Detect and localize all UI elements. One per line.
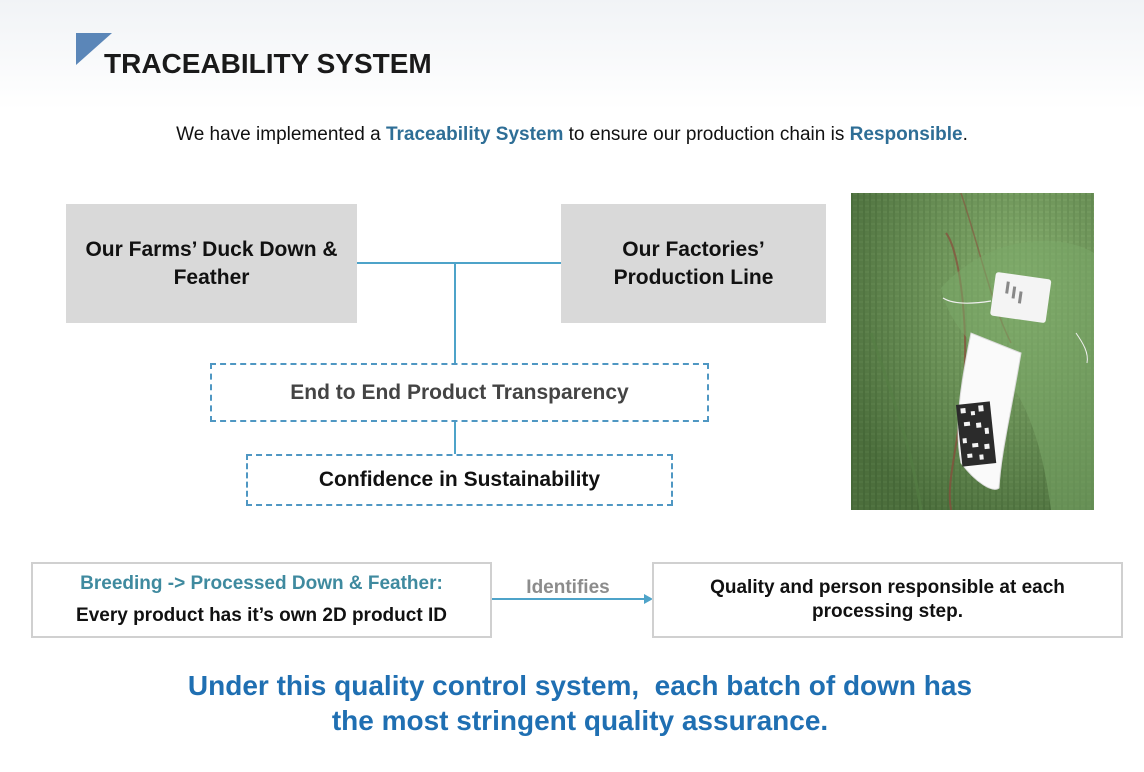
identifies-label: Identifies	[526, 577, 610, 598]
connector-vertical-bottom	[454, 422, 456, 454]
factories-box: Our Factories’ Production Line	[561, 204, 826, 323]
breeding-heading: Breeding -> Processed Down & Feather:	[80, 573, 443, 594]
confidence-box: Confidence in Sustainability	[246, 454, 673, 506]
transparency-label: End to End Product Transparency	[290, 380, 629, 404]
farms-box: Our Farms’ Duck Down & Feather	[66, 204, 357, 323]
footer-statement: Under this quality control system, each …	[0, 668, 1144, 738]
breeding-product-id-text: Every product has it’s own 2D product ID	[76, 605, 447, 626]
identifies-arrow-line	[492, 598, 644, 600]
intro-text-3: .	[962, 124, 968, 145]
factories-label: Our Factories’ Production Line	[613, 237, 774, 289]
connector-vertical-top	[454, 262, 456, 363]
quality-label: Quality and person responsible at each p…	[710, 577, 1065, 622]
quality-box: Quality and person responsible at each p…	[652, 562, 1123, 638]
page-title: TRACEABILITY SYSTEM	[104, 48, 432, 79]
footer-line-2: the most stringent quality assurance.	[331, 705, 829, 736]
confidence-label: Confidence in Sustainability	[318, 468, 601, 491]
breeding-box	[31, 562, 492, 638]
farms-label: Our Farms’ Duck Down & Feather	[85, 237, 338, 289]
product-tag-photo	[851, 193, 1094, 510]
intro-sentence: We have implemented a Traceability Syste…	[0, 124, 1144, 146]
intro-highlight-responsible: Responsible	[849, 124, 963, 145]
intro-text-1: We have implemented a	[176, 124, 386, 145]
transparency-box: End to End Product Transparency	[210, 363, 709, 422]
title-accent-triangle	[76, 33, 112, 65]
connector-horizontal	[357, 262, 561, 264]
arrow-right-icon	[644, 594, 653, 604]
intro-highlight-traceability: Traceability System	[385, 124, 564, 145]
intro-text-2: to ensure our production chain is	[563, 124, 850, 145]
footer-line-1: Under this quality control system, each …	[187, 670, 973, 701]
